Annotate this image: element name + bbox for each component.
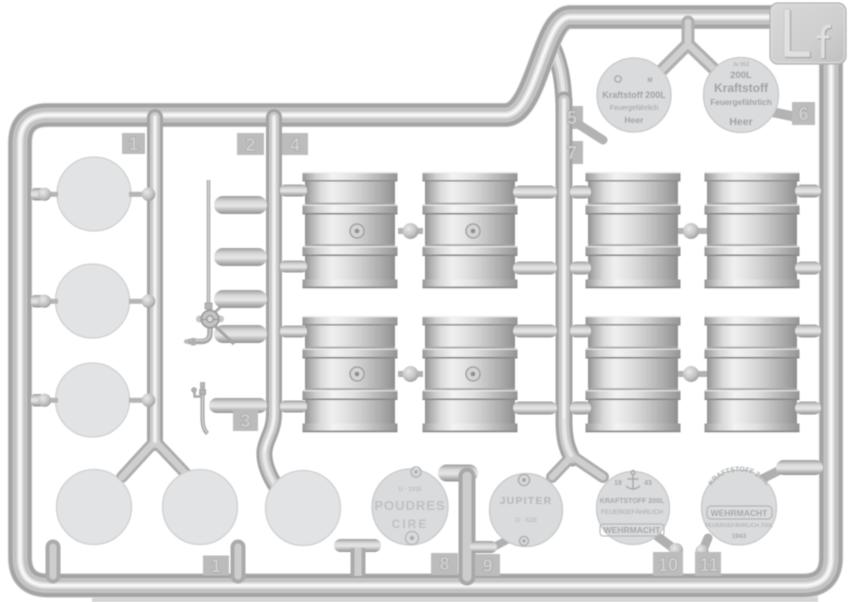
svg-text:KRAFTSTOFF 200L: KRAFTSTOFF 200L xyxy=(600,498,665,505)
svg-text:Feuergefährlich: Feuergefährlich xyxy=(710,98,771,107)
svg-text:10: 10 xyxy=(658,555,678,575)
svg-text:D - 628: D - 628 xyxy=(515,517,537,524)
svg-text:3: 3 xyxy=(240,411,250,431)
svg-text:Heer: Heer xyxy=(625,115,645,125)
svg-text:FEUERGEFÄHRLICH: FEUERGEFÄHRLICH xyxy=(601,508,663,516)
svg-text:6: 6 xyxy=(798,104,808,124)
svg-text:Kraftstoff: Kraftstoff xyxy=(714,81,769,95)
svg-text:Feuergefährlich: Feuergefährlich xyxy=(610,105,659,112)
svg-text:Ju 952: Ju 952 xyxy=(733,62,750,68)
svg-text:1943: 1943 xyxy=(732,533,747,540)
svg-text:43: 43 xyxy=(644,480,652,487)
svg-text:CIRE: CIRE xyxy=(392,517,429,531)
svg-text:7: 7 xyxy=(567,143,577,163)
svg-text:8: 8 xyxy=(439,554,449,574)
svg-text:Heer: Heer xyxy=(729,116,752,128)
svg-text:FEUERGEFÄHRLICH 200L: FEUERGEFÄHRLICH 200L xyxy=(705,522,773,529)
svg-text:200L: 200L xyxy=(730,70,752,81)
svg-text:19: 19 xyxy=(614,480,622,487)
svg-text:POUDRES: POUDRES xyxy=(374,498,445,513)
svg-text:4: 4 xyxy=(290,135,300,155)
svg-text:1: 1 xyxy=(128,134,138,154)
svg-text:Kraftstoff 200L: Kraftstoff 200L xyxy=(602,90,666,100)
svg-text:5: 5 xyxy=(567,108,577,128)
svg-text:M: M xyxy=(648,78,653,84)
svg-text:9: 9 xyxy=(482,556,492,576)
svg-text:11: 11 xyxy=(699,555,718,575)
svg-text:JUPITER: JUPITER xyxy=(500,495,553,507)
svg-text:WEHRMACHT: WEHRMACHT xyxy=(604,525,661,535)
svg-text:2: 2 xyxy=(245,135,255,155)
svg-text:U - 1916: U - 1916 xyxy=(398,487,422,493)
svg-text:WEHRMACHT: WEHRMACHT xyxy=(711,508,768,518)
svg-text:1: 1 xyxy=(211,556,221,576)
